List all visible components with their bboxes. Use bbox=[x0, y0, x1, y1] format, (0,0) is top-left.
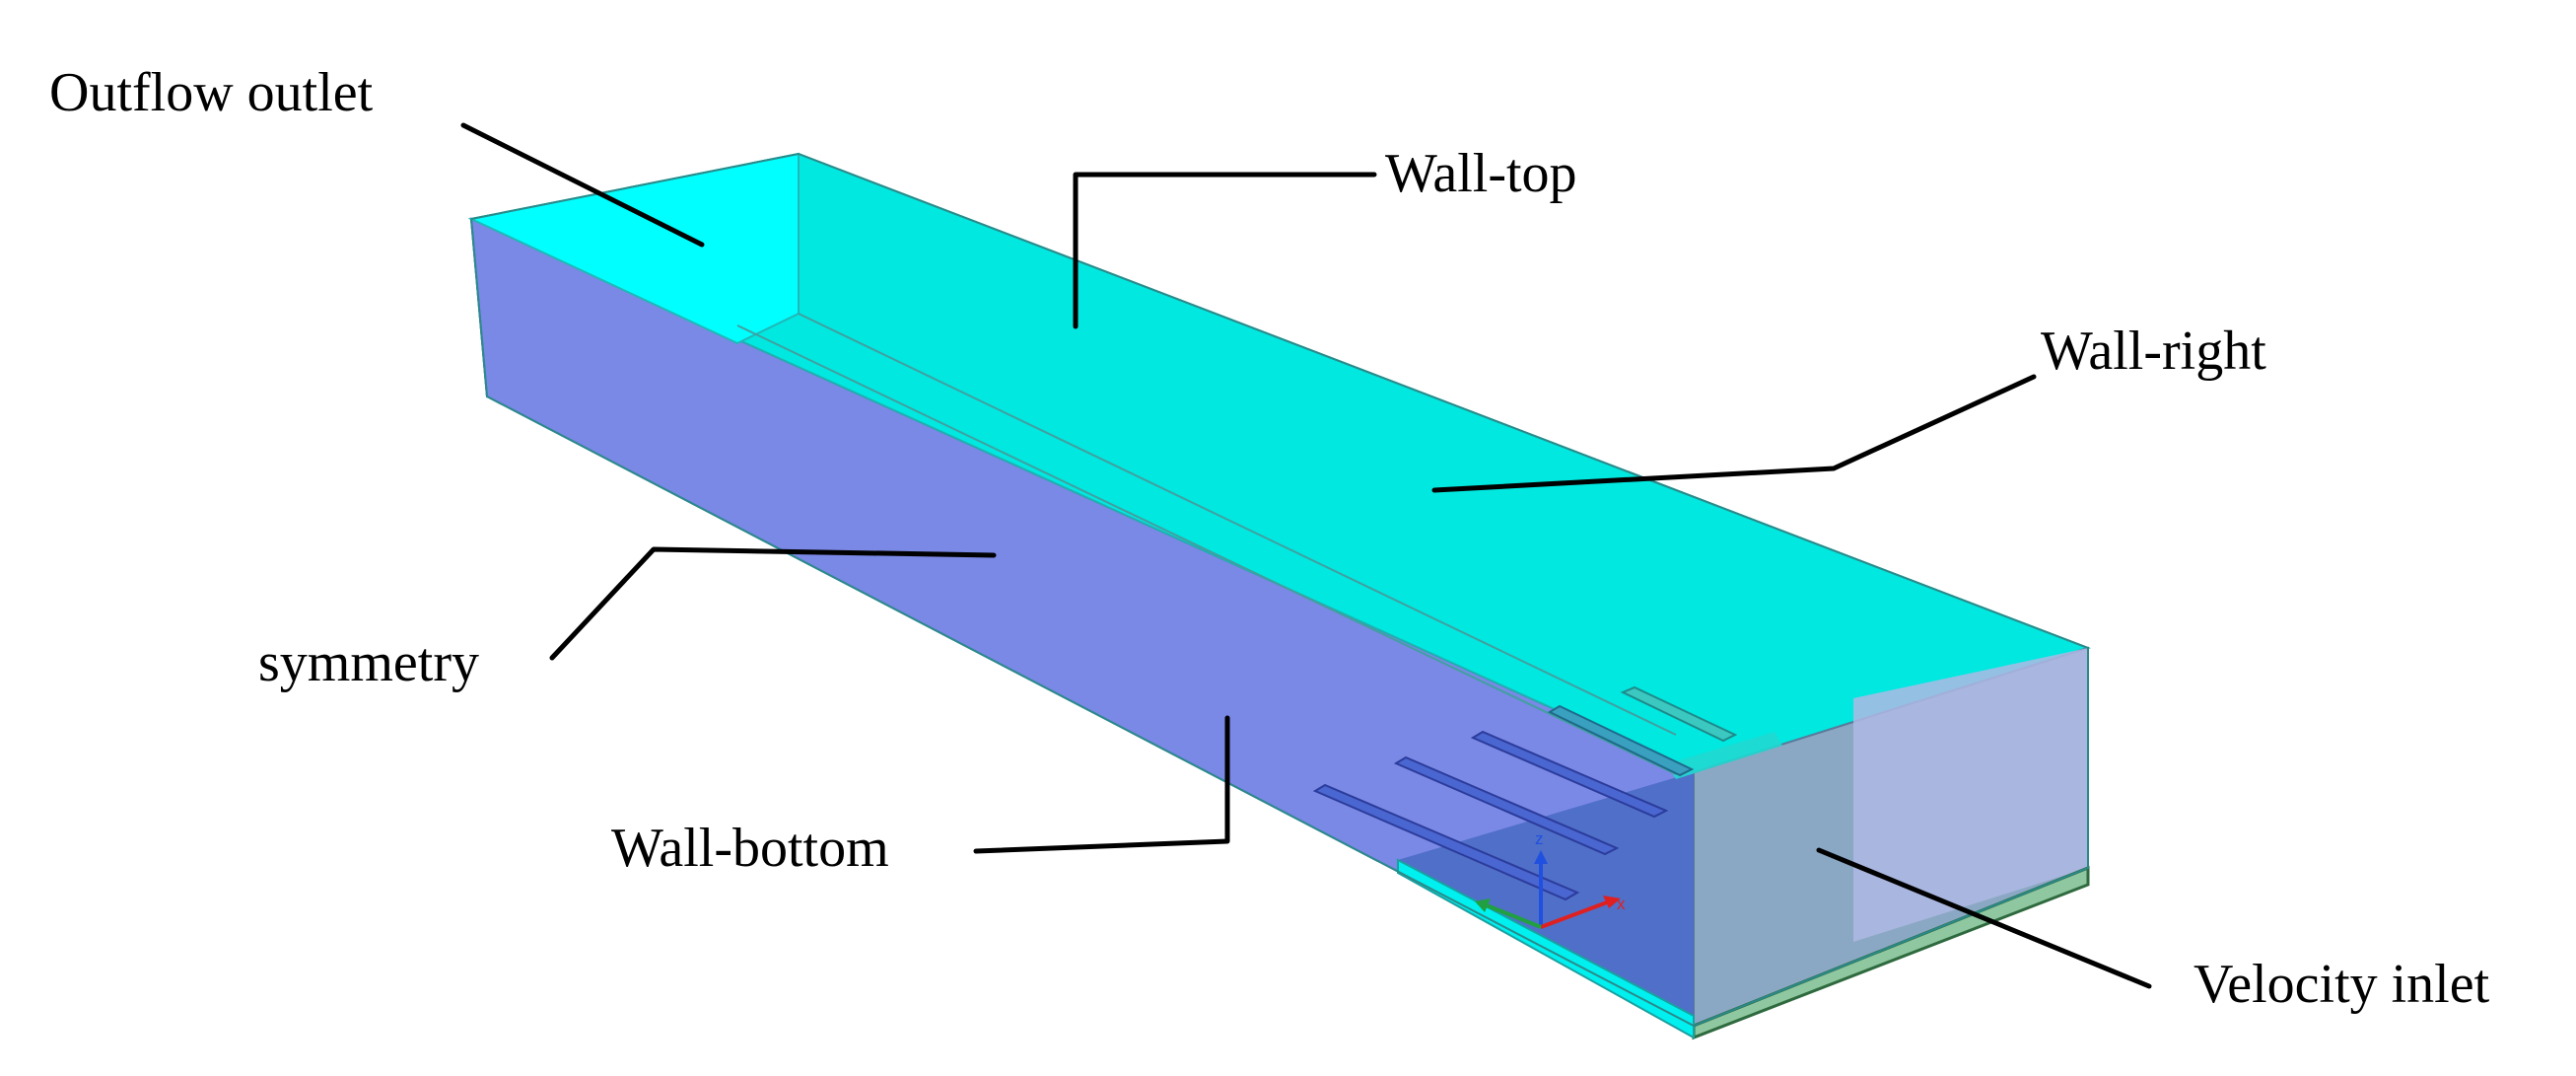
label-outflow-outlet: Outflow outlet bbox=[49, 62, 374, 123]
domain-box bbox=[467, 152, 2092, 1040]
fins bbox=[1312, 685, 1738, 901]
label-wall-top: Wall-top bbox=[1385, 143, 1577, 204]
axis-triad: z x bbox=[1475, 829, 1626, 929]
plate-front bbox=[1398, 772, 1694, 1026]
box-outline bbox=[470, 152, 2089, 1028]
label-velocity-inlet: Velocity inlet bbox=[2193, 954, 2490, 1015]
leader-outflow-outlet bbox=[460, 122, 705, 248]
fin bbox=[1393, 755, 1620, 856]
plate-front-lower bbox=[1398, 772, 1694, 1026]
leader-wall-right bbox=[1431, 374, 2037, 493]
z-axis-arrow bbox=[1534, 850, 1548, 864]
labels: Outflow outlet Wall-top Wall-right symme… bbox=[49, 62, 2490, 1015]
wall-right-end-face bbox=[1853, 648, 2088, 942]
label-wall-bottom: Wall-bottom bbox=[611, 818, 889, 879]
leader-wall-bottom bbox=[973, 715, 1230, 854]
plate-top-cap bbox=[1666, 732, 1782, 779]
leader-velocity-inlet bbox=[1816, 847, 2152, 989]
x-axis-label: x bbox=[1617, 895, 1626, 913]
x-axis-line bbox=[1540, 900, 1608, 929]
fin bbox=[1470, 730, 1669, 819]
leader-symmetry bbox=[549, 546, 997, 661]
leader-wall-top bbox=[1073, 172, 1377, 329]
leader-lines bbox=[460, 122, 2152, 989]
fin bbox=[1547, 704, 1695, 777]
x-axis-arrow bbox=[1603, 896, 1621, 908]
inner-edge-line bbox=[736, 324, 1677, 775]
z-axis-label: z bbox=[1535, 829, 1544, 848]
inner-edge-line-2 bbox=[798, 313, 1677, 736]
fin bbox=[1312, 783, 1580, 901]
y-axis-line bbox=[1486, 903, 1542, 929]
y-axis-arrow bbox=[1475, 898, 1491, 912]
label-wall-right: Wall-right bbox=[2041, 321, 2266, 382]
label-symmetry: symmetry bbox=[258, 632, 479, 693]
fin bbox=[1620, 685, 1738, 743]
